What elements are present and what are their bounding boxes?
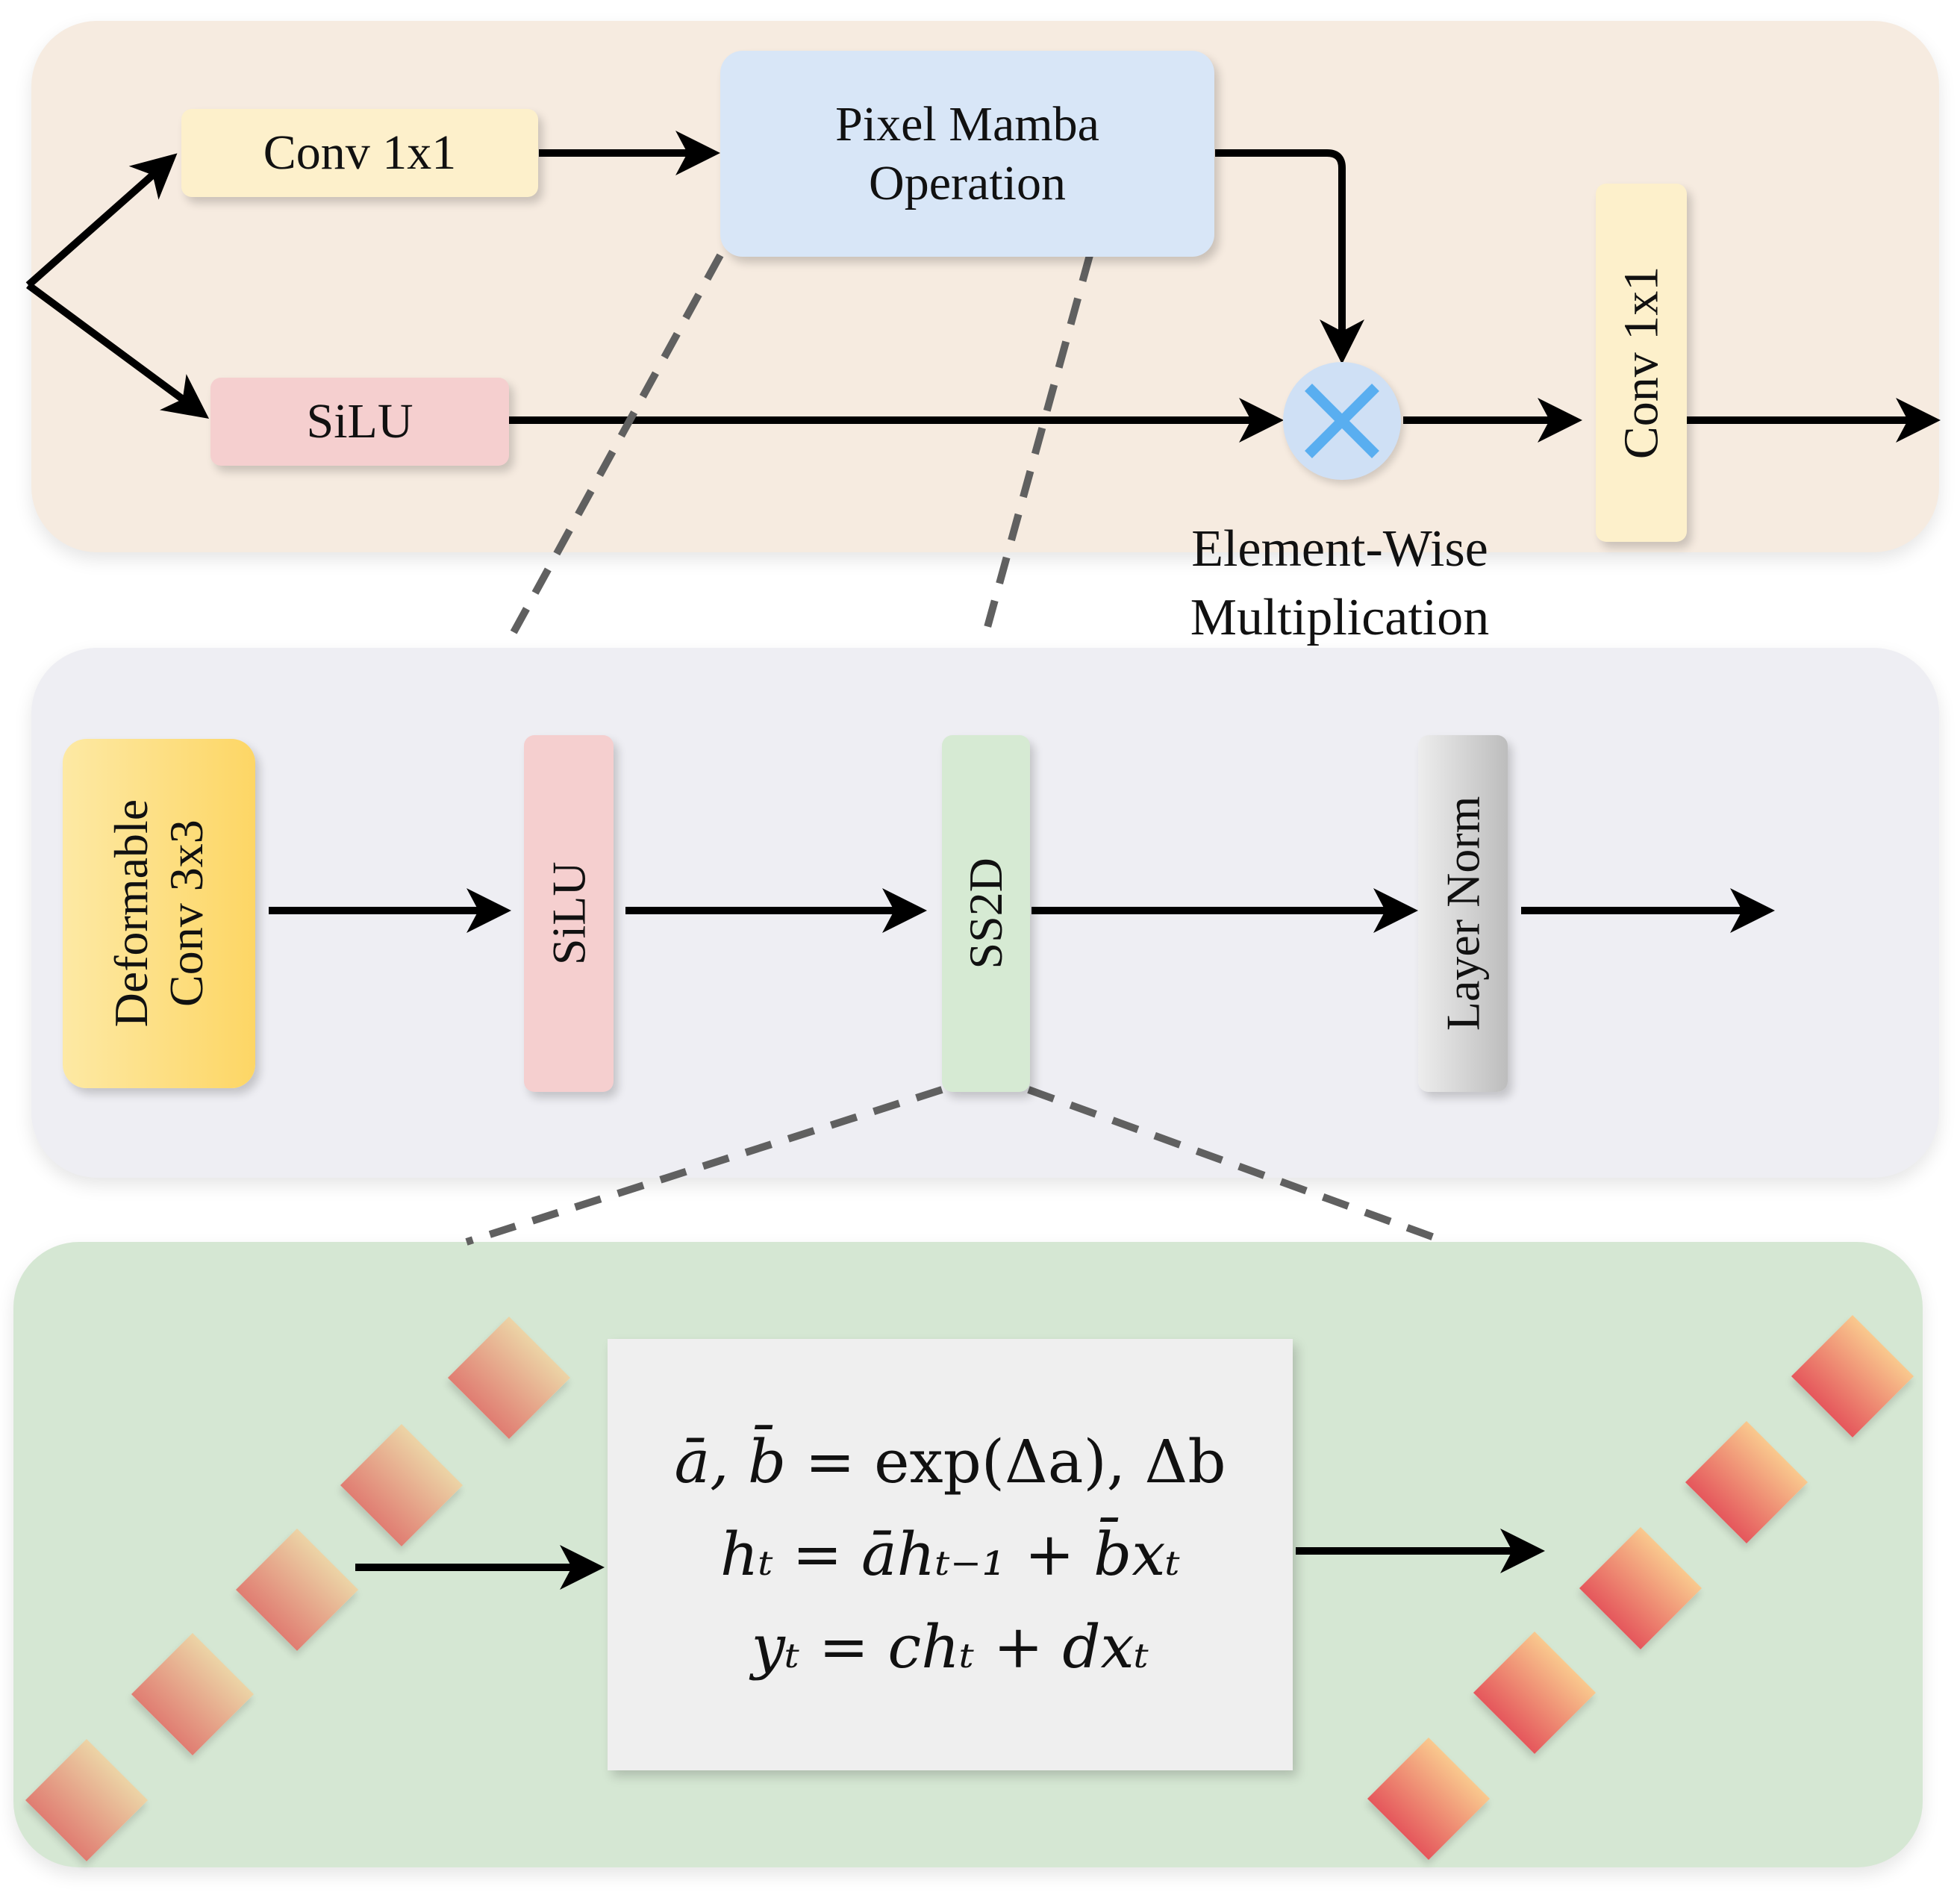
silu-box-middle: SiLU xyxy=(524,735,614,1092)
multiply-icon xyxy=(1305,384,1379,458)
layer-norm-label: Layer Norm xyxy=(1436,796,1490,1031)
equation-state-update: hₜ = āhₜ₋₁ + b̄xₜ xyxy=(720,1520,1181,1589)
deformable-conv-label: Deformable Conv 3x3 xyxy=(104,799,213,1028)
equation-output: yₜ = chₜ + dxₜ xyxy=(751,1612,1149,1682)
deformable-conv-line1: Deformable xyxy=(104,799,158,1028)
elementwise-label-line1: Element-Wise xyxy=(1191,520,1488,578)
deformable-conv-line2: Conv 3x3 xyxy=(160,819,213,1008)
ss2d-box: SS2D xyxy=(942,735,1030,1092)
ssm-equations-box: ā, b̄ = exp(Δa), Δb hₜ = āhₜ₋₁ + b̄xₜ yₜ… xyxy=(608,1339,1293,1770)
layer-norm-box: Layer Norm xyxy=(1418,735,1508,1092)
elementwise-multiplication-label: Element-Wise Multiplication xyxy=(1112,515,1567,653)
conv1x1-label-right: Conv 1x1 xyxy=(1614,266,1669,460)
multiply-operator xyxy=(1283,362,1401,480)
pixel-mamba-label-line2: Operation xyxy=(869,156,1066,210)
conv1x1-box-left: Conv 1x1 xyxy=(181,109,538,197)
conv1x1-box-right: Conv 1x1 xyxy=(1596,184,1687,542)
silu-box-top: SiLU xyxy=(210,378,509,466)
silu-label-top: SiLU xyxy=(306,394,413,449)
deformable-conv-box: Deformable Conv 3x3 xyxy=(63,739,255,1088)
pixel-mamba-operation-box: Pixel Mamba Operation xyxy=(720,51,1214,257)
equation-discretization: ā, b̄ = exp(Δa), Δb xyxy=(674,1427,1226,1496)
ss2d-label: SS2D xyxy=(959,858,1013,970)
elementwise-label-line2: Multiplication xyxy=(1190,589,1490,647)
conv1x1-label-left: Conv 1x1 xyxy=(263,125,457,181)
silu-label-middle: SiLU xyxy=(542,861,596,966)
pixel-mamba-label-line1: Pixel Mamba xyxy=(835,96,1099,152)
